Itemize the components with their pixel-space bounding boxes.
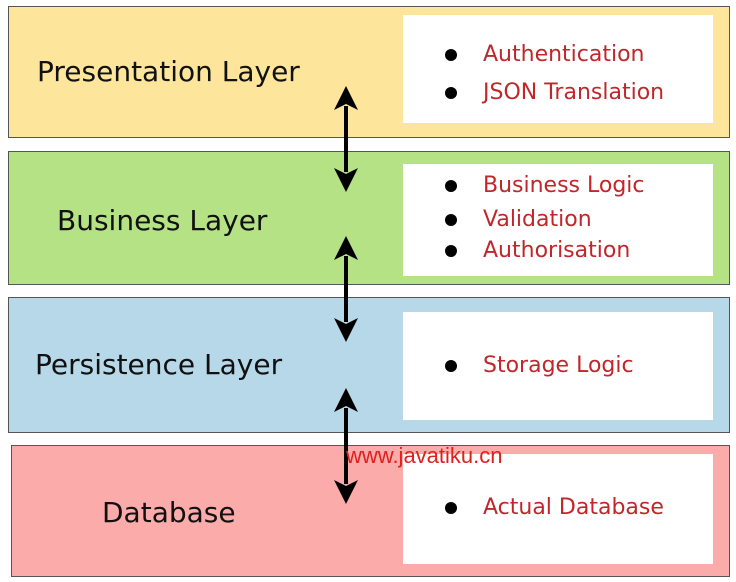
list-item: Authentication — [403, 41, 713, 71]
bullet-icon — [445, 214, 457, 226]
layer-details-box: Storage Logic — [403, 312, 713, 420]
list-item: JSON Translation — [403, 79, 713, 109]
layer-title: Database — [102, 496, 236, 529]
list-item: Validation — [403, 206, 713, 236]
list-item: Authorisation — [403, 237, 713, 267]
bullet-icon — [445, 502, 457, 514]
business-layer: Business Layer Business Logic Validation… — [8, 151, 730, 285]
double-arrow-icon — [334, 236, 358, 342]
double-arrow-icon — [334, 86, 358, 192]
database-layer: Database Actual Database — [11, 445, 730, 577]
bullet-icon — [445, 245, 457, 257]
bullet-icon — [445, 360, 457, 372]
list-item: Actual Database — [403, 494, 713, 524]
layer-details-box: Authentication JSON Translation — [403, 15, 713, 123]
bullet-icon — [445, 87, 457, 99]
layer-details-box: Business Logic Validation Authorisation — [403, 164, 713, 276]
list-item: Business Logic — [403, 172, 713, 202]
layer-title: Business Layer — [57, 204, 268, 237]
layer-details-box: Actual Database — [403, 454, 713, 564]
presentation-layer: Presentation Layer Authentication JSON T… — [8, 6, 730, 138]
persistence-layer: Persistence Layer Storage Logic — [8, 297, 730, 433]
double-arrow-icon — [334, 388, 358, 504]
layer-title: Presentation Layer — [37, 55, 300, 88]
bullet-icon — [445, 49, 457, 61]
bullet-icon — [445, 180, 457, 192]
layer-title: Persistence Layer — [35, 348, 283, 381]
watermark-text: www.javatiku.cn — [346, 443, 503, 468]
list-item: Storage Logic — [403, 352, 713, 382]
